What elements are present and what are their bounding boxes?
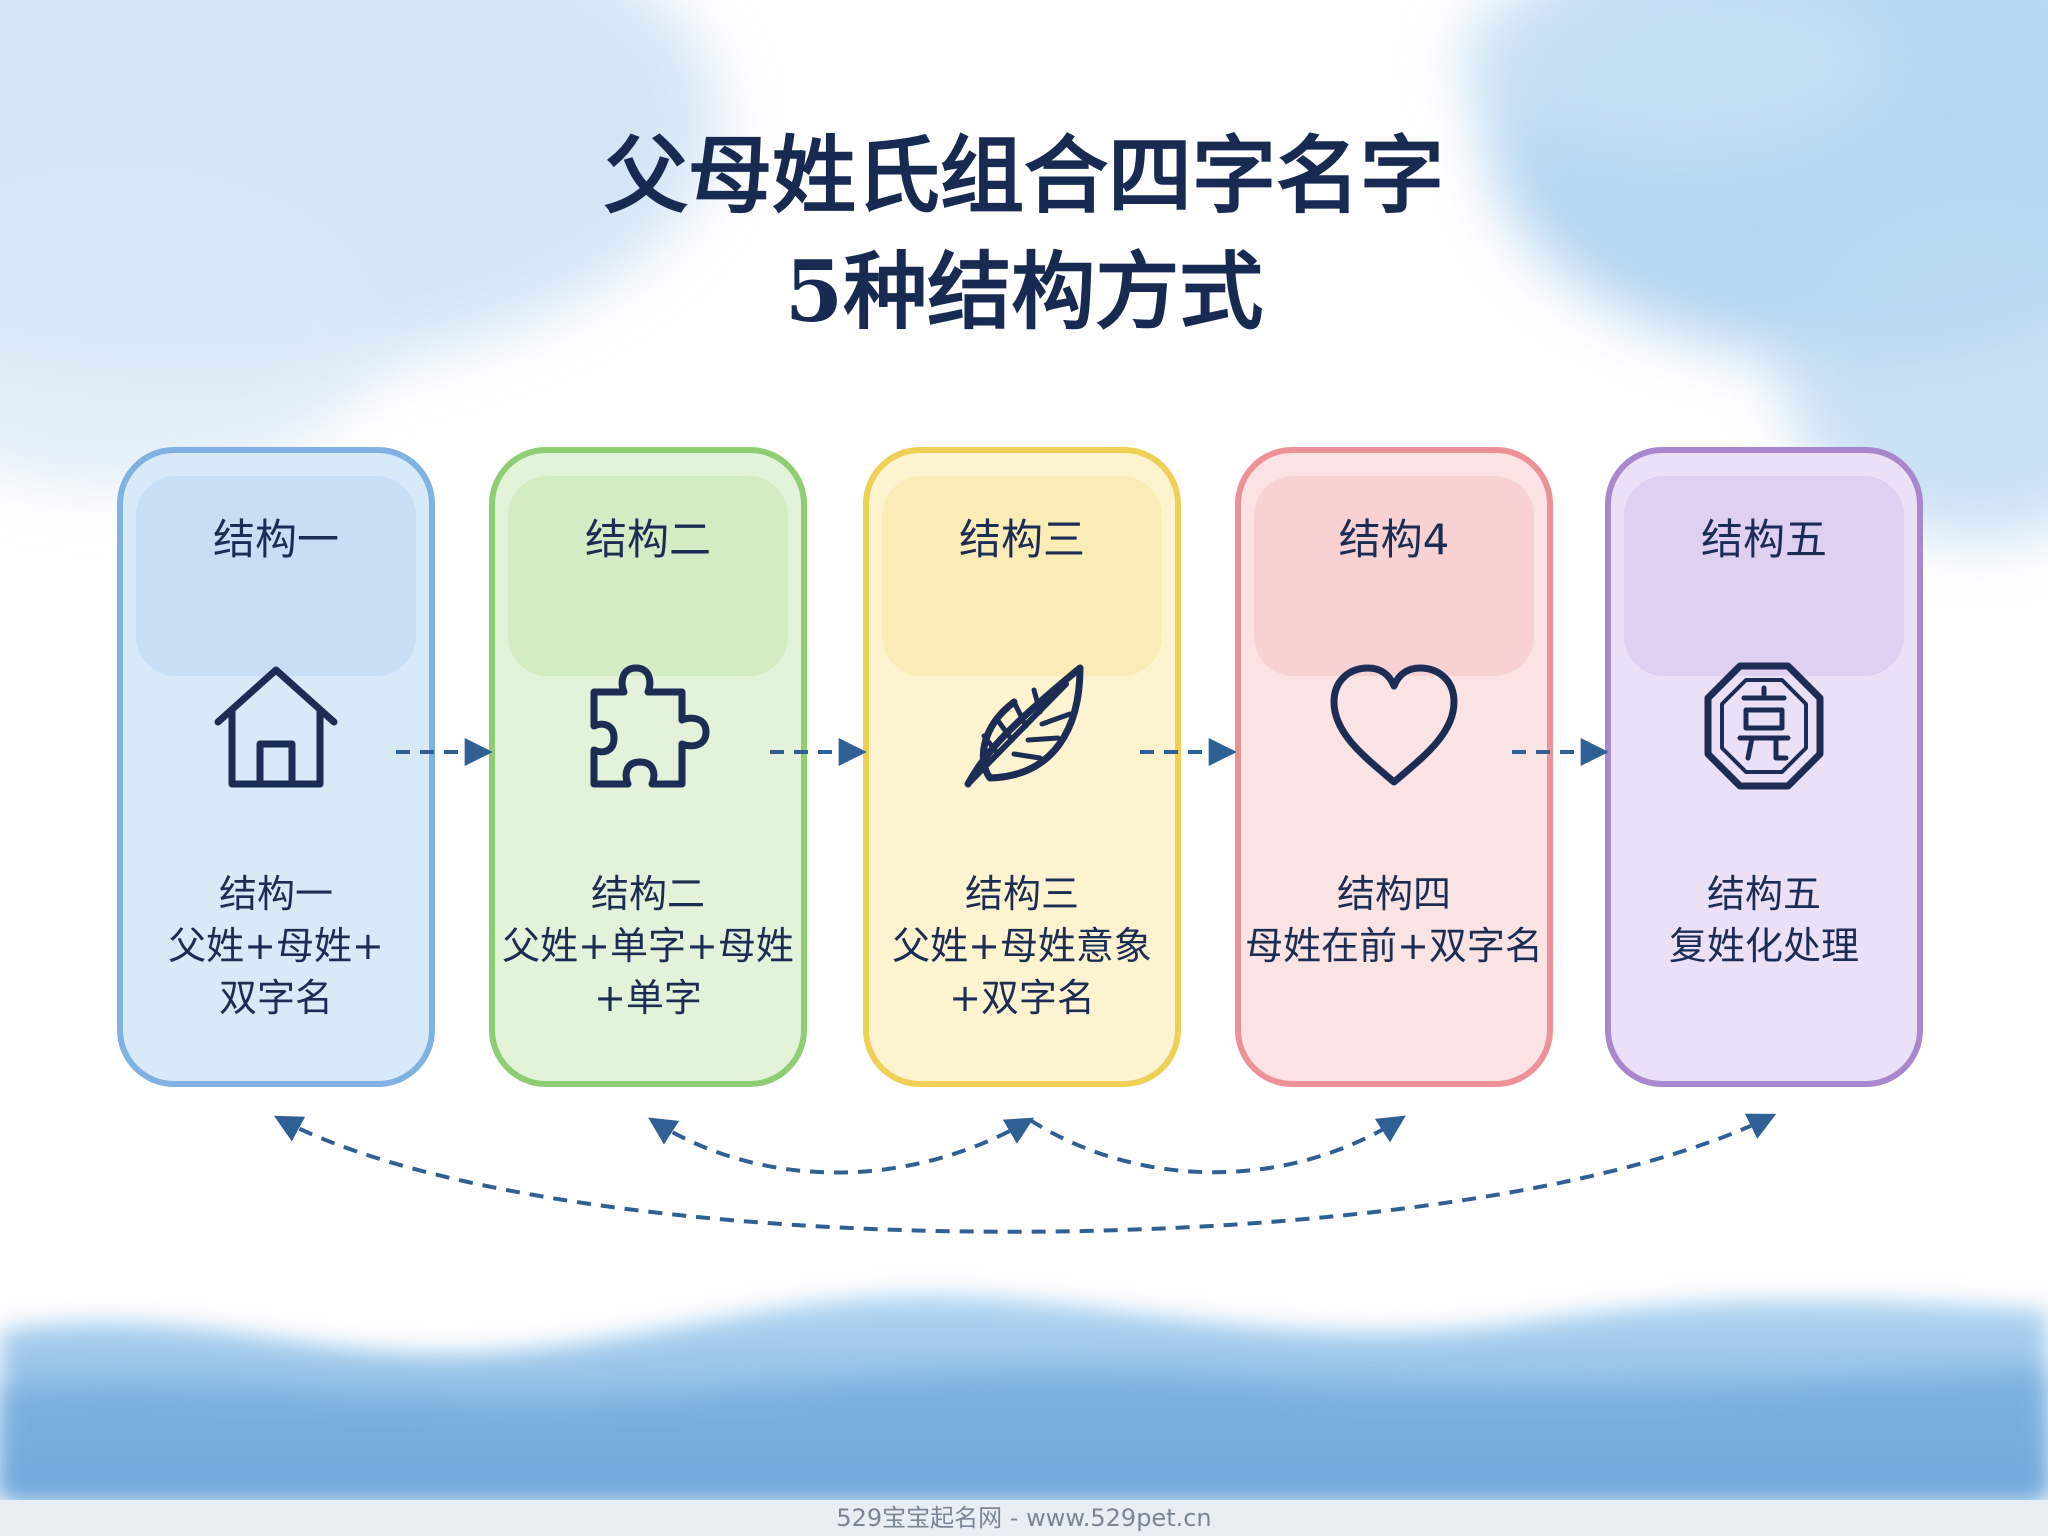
card-5-line-2: 复姓化处理 [1668,924,1859,968]
card-5-heading: 结构五 [1700,515,1827,564]
footer-text: 529宝宝起名网 - www.529pet.cn [836,1504,1212,1532]
card-4-line-1: 结构四 [1336,872,1451,916]
card-4-description: 结构四 母姓在前+双字名 [1234,868,1554,972]
card-4-watercolor-fill [1235,447,1553,1087]
card-3-line-3: +双字名 [949,976,1095,1020]
structure-card-5: 结构五 结构五 复姓化处理 [1604,446,1924,1088]
card-2-line-3: +单字 [594,976,702,1020]
card-2-line-2: 父姓+单字+母姓 [502,924,794,968]
card-1-heading: 结构一 [212,515,339,564]
seal-emblem-icon [1704,662,1824,790]
card-3-description: 结构三 父姓+母姓意象 +双字名 [862,868,1182,1024]
card-1-description: 结构一 父姓+母姓+ 双字名 [116,868,436,1024]
structure-card-2: 结构二 结构二 父姓+单字+母姓 +单字 [488,446,808,1088]
puzzle-piece-icon [590,664,710,788]
card-5-line-1: 结构五 [1706,872,1821,916]
card-4-heading: 结构4 [1338,515,1450,564]
card-4-line-2: 母姓在前+双字名 [1245,924,1543,968]
title-line-2: 5种结构方式 [784,242,1264,341]
card-2-heading: 结构二 [584,515,711,564]
card-5-description: 结构五 复姓化处理 [1604,868,1924,972]
heart-icon [1330,664,1458,786]
footer-bar: 529宝宝起名网 - www.529pet.cn [0,1500,2048,1536]
card-2-description: 结构二 父姓+单字+母姓 +单字 [488,868,808,1024]
house-icon [214,666,338,788]
card-5-watercolor-fill [1605,447,1923,1087]
structure-card-3: 结构三 结构三 父姓+母姓意象 +双字名 [862,446,1182,1088]
card-1-line-1: 结构一 [218,872,333,916]
card-3-watercolor-fill [863,447,1181,1087]
page-title: 父母姓氏组合四字名字 5种结构方式 [0,118,2048,350]
leaf-icon [964,664,1084,788]
card-2-line-1: 结构二 [590,872,705,916]
card-3-line-2: 父姓+母姓意象 [892,924,1152,968]
card-1-watercolor-fill [117,447,435,1087]
card-3-heading: 结构三 [958,515,1085,564]
structure-card-4: 结构4 结构四 母姓在前+双字名 [1234,446,1554,1088]
card-1-line-2: 父姓+母姓+ [168,924,384,968]
title-line-1: 父母姓氏组合四字名字 [603,126,1444,225]
structure-card-1: 结构一 结构一 父姓+母姓+ 双字名 [116,446,436,1088]
card-1-line-3: 双字名 [218,976,333,1020]
card-3-line-1: 结构三 [964,872,1079,916]
